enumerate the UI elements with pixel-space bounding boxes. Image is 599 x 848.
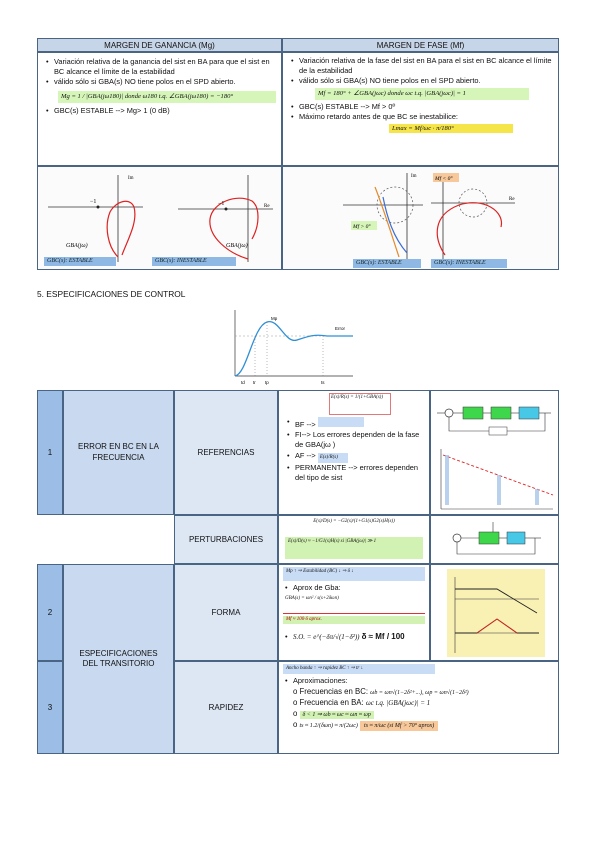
subcat-referencias: REFERENCIAS [174, 390, 278, 515]
gain-margin-bullet: Variación relativa de la ganancia del si… [46, 57, 277, 77]
referencias-content: E(s)/R(s) = 1/(1+GBA(s)) BF --> FI--> Lo… [278, 390, 430, 515]
gain-stable-caption: GBC(s): ESTABLE [44, 257, 116, 266]
phase-stable-caption: GBC(s): ESTABLE [353, 259, 421, 268]
phase-margin-bullet: Máximo retardo antes de que BC se inesta… [291, 112, 554, 122]
rapidez-content: Ancho banda ↑ ⇒ rapidez BC ↑ ⇒ tr ↓ Apro… [278, 661, 559, 754]
tr-label: tr [253, 380, 256, 385]
phase-margin-bullet: válido sólo si GBA(s) NO tiene polos en … [291, 76, 554, 86]
step-response-figure: td tr tp ts Mp Error [227, 306, 357, 390]
gain-margin-bullet: GBC(s) ESTABLE --> Mg> 1 (0 dB) [46, 106, 277, 116]
block-diagram-and-bode [437, 406, 554, 510]
gba-label: GBA(jω) [226, 242, 248, 249]
mp-label: Mp [271, 316, 278, 321]
perturbaciones-figure [430, 515, 559, 564]
category-transient: ESPECIFICACIONES DEL TRANSITORIO [63, 564, 174, 754]
phase-margin-formula: Mf = 180° + ∠GBA(jωc) donde ωc t.q. |GBA… [315, 87, 529, 100]
mf-negative-label: Mf < 0° [434, 175, 453, 182]
im-label: Im [128, 176, 134, 181]
referencias-figure [430, 390, 559, 515]
subcat-forma: FORMA [174, 564, 278, 661]
gain-margin-formula: Mg = 1 / |GBA(jω180)| donde ω180 t.q. ∠G… [58, 90, 276, 103]
rapidez-sublist: o Frecuencias en BC: ωb = ωn√(1−2δ²+...)… [283, 686, 554, 732]
phase-margin-bullet: Variación relativa de la fase del sist e… [291, 56, 554, 76]
td-label: td [241, 380, 245, 385]
mf-delta-formula: Mf ≈ 100·δ aprox. [283, 616, 425, 625]
rapidez-header-formula: Ancho banda ↑ ⇒ rapidez BC ↑ ⇒ tr ↓ [283, 664, 435, 674]
rapidez-subitem: o ts ≈ 1.2/(δωn) ≈ π/(2ωc) ts ≈ π/ωc (si… [293, 719, 554, 732]
rapidez-subitem: o Frecuencias en BC: ωb = ωn√(1−2δ²+...)… [293, 687, 469, 697]
gba-label: GBA(jω) [66, 242, 88, 249]
rapidez-bullet: Aproximaciones: [285, 676, 554, 686]
row-number: 1 [37, 390, 63, 515]
referencias-bullet: PERMANENTE --> errores dependen del tipo… [287, 463, 425, 483]
perturbation-formula: E(s)/D(s) = −G2(s)/(1+G1(s)G2(s)H(s)) [313, 519, 395, 524]
forma-bullet: S.O. = e^(−δπ/√(1−δ²)) δ ≈ Mf / 100 [285, 632, 425, 642]
perturbation-approx-formula: E(s)/D(s) ≈ −1/G1(s)H(s) si |GBA(jω)| ≫ … [285, 537, 423, 559]
gain-margin-bullets: Variación relativa de la ganancia del si… [44, 57, 277, 88]
delay-formula: Lmax = Mf/ωc · π/180° [389, 124, 513, 134]
gain-margin-nyquist-plots: −1 GBA(jω) Im −1 GBA(jω) Re [48, 175, 273, 262]
bf-formula: E(s)/R(s) = 1/(1+GBA(s)) [329, 393, 391, 415]
bode-plot-panel [447, 569, 545, 657]
tp-label: tp [265, 380, 269, 385]
bode-plot [454, 577, 539, 653]
rapidez-subitem: o Frecuencia en BA: ωc t.q. |GBA(jωc)| =… [293, 698, 431, 708]
im-label: Im [411, 174, 417, 179]
gain-margin-text-cell: Variación relativa de la ganancia del si… [37, 52, 282, 166]
gain-margin-figures: −1 GBA(jω) Im −1 GBA(jω) Re GBC(s): ESTA… [37, 166, 282, 270]
ts-label: ts [321, 380, 325, 385]
re-label: Re [264, 204, 270, 209]
rapidez-subitem: o δ < 1 ⇒ ωb ≈ ωc ≈ ωn ≈ ωp [293, 708, 554, 720]
subcat-rapidez: RAPIDEZ [174, 661, 278, 754]
gba-approx-formula: GBA(s) = ωn² / s(s+2δωn) [283, 593, 425, 615]
perturbation-block-diagram [452, 522, 541, 555]
forma-figure [430, 564, 559, 661]
phase-margin-bullet: GBC(s) ESTABLE --> Mf > 0º [291, 102, 554, 112]
phase-margin-text-cell: Variación relativa de la fase del sist e… [282, 52, 559, 166]
re-label: Re [509, 197, 515, 202]
phase-margin-figures: Mf > 0° Im Mf < 0° Re GBC(s): ESTABLE GB… [282, 166, 559, 270]
referencias-bullet: BF --> [287, 417, 425, 430]
error-label: Error [335, 326, 346, 331]
category-error: ERROR EN BC EN LA FRECUENCIA [63, 390, 174, 515]
phase-unstable-caption: GBC(s): INESTABLE [431, 259, 507, 268]
referencias-bullet: AF --> E(s)/R(s) [287, 451, 425, 463]
phase-margin-header: MARGEN DE FASE (Mf) [282, 38, 559, 52]
forma-bullet: Aprox de Gba: [285, 583, 425, 593]
forma-header-formula: Mp ↑ ⇒ Estabilidad (BC) ↓ ⇒ δ ↓ [283, 567, 425, 581]
gain-margin-bullet: válido sólo si GBA(s) NO tiene polos en … [46, 77, 277, 87]
forma-content: Mp ↑ ⇒ Estabilidad (BC) ↓ ⇒ δ ↓ Aprox de… [278, 564, 430, 661]
minus-one-label: −1 [218, 201, 224, 207]
minus-one-label: −1 [90, 199, 96, 205]
section-title: 5. ESPECIFICACIONES DE CONTROL [37, 289, 186, 299]
step-response-plot: td tr tp ts Mp Error [234, 310, 353, 385]
mf-positive-label: Mf > 0° [352, 223, 371, 230]
phase-margin-nyquist-plots: Mf > 0° Im Mf < 0° Re [343, 173, 515, 259]
row-number: 3 [37, 661, 63, 754]
subcat-perturbaciones: PERTURBACIONES [174, 515, 278, 564]
gain-margin-header: MARGEN DE GANANCIA (Mg) [37, 38, 282, 52]
row-number: 2 [37, 564, 63, 661]
gain-unstable-caption: GBC(s): INESTABLE [152, 257, 236, 266]
referencias-bullet: FI--> Los errores dependen de la fase de… [287, 430, 425, 450]
perturbaciones-content: E(s)/D(s) = −G2(s)/(1+G1(s)G2(s)H(s)) E(… [278, 515, 430, 564]
